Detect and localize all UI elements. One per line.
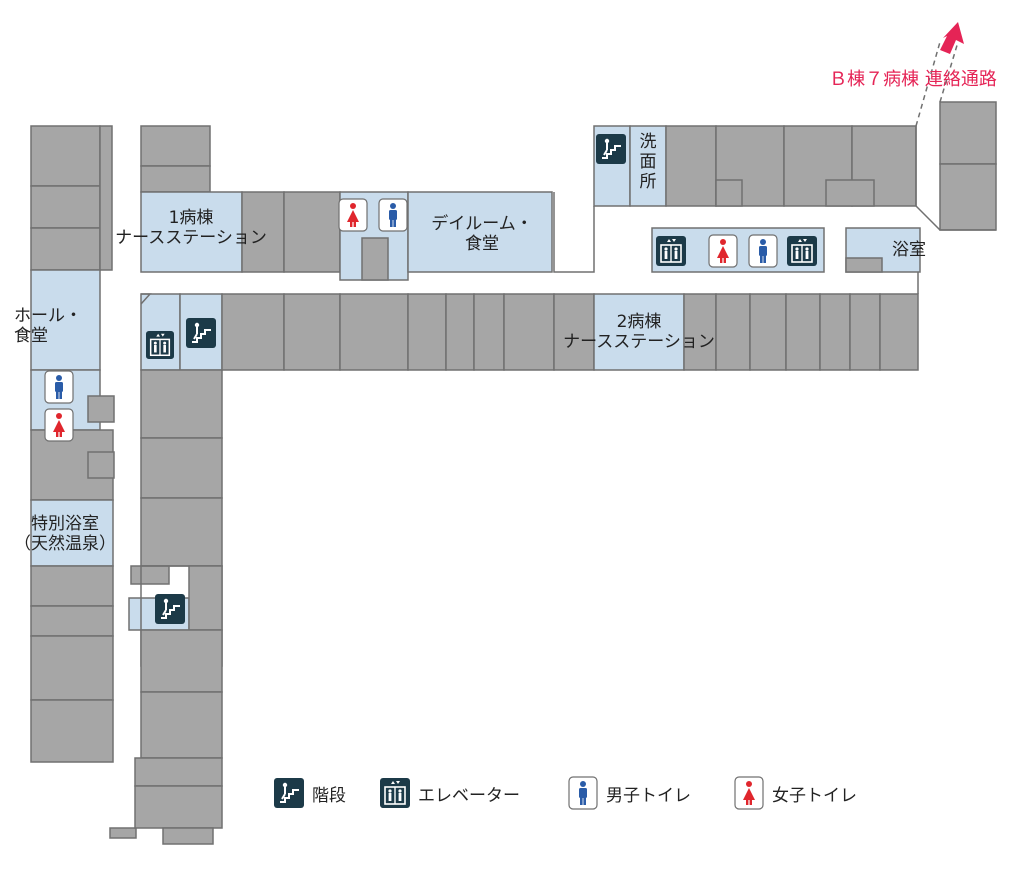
legend-label: 女子トイレ [772,785,857,806]
horizontal-wing [221,293,919,371]
legend-label: エレベーター [418,785,520,806]
arrow-up-right-icon [940,22,964,54]
ward1-station-label: 1病棟 ナースステーション [115,208,267,248]
male-toilet-icon [44,370,74,404]
center-wing [128,125,553,845]
hall-label: ホール・ 食堂 [14,306,82,346]
female-toilet-icon [44,408,74,442]
connector-label: Ｂ棟７病棟 連絡通路 [829,69,997,90]
left-wing [30,125,137,839]
special-bath-area [30,499,114,567]
special-bath-label: 特別浴室 （天然温泉） [14,514,116,554]
ward2-station-area [593,293,685,371]
male-toilet-icon [378,198,408,232]
male-toilet-icon [748,234,778,268]
upper-right-wing [593,101,997,273]
connector-path-right [939,41,959,103]
legend-label: 階段 [312,785,346,806]
ward2-station-label: 2病棟 ナースステーション [563,312,715,352]
stairs-icon [596,134,626,164]
legend-stairs: 階段 [274,778,346,808]
elevator-icon [146,330,174,360]
bath-label: 浴室 [892,240,926,260]
elevator-icon [380,778,410,808]
legend-label: 男子トイレ [606,785,691,806]
legend-male-toilet: 男子トイレ [568,776,691,810]
stairs-icon [155,594,185,624]
legend-elevator: エレベーター [380,778,520,808]
washroom-label: 洗 面 所 [639,132,657,192]
female-toilet-icon [708,234,738,268]
stairs-icon [274,778,304,808]
connector-path-left [915,41,941,127]
elevator-icon [656,236,686,266]
ward1-station-area [140,191,243,273]
legend-female-toilet: 女子トイレ [734,776,857,810]
stairs-icon [186,318,216,348]
female-toilet-icon [734,776,764,810]
female-toilet-icon [338,198,368,232]
male-toilet-icon [568,776,598,810]
elevator-icon [787,236,817,266]
dayroom-label: デイルーム・ 食堂 [431,214,533,254]
dayroom-area [407,191,553,273]
